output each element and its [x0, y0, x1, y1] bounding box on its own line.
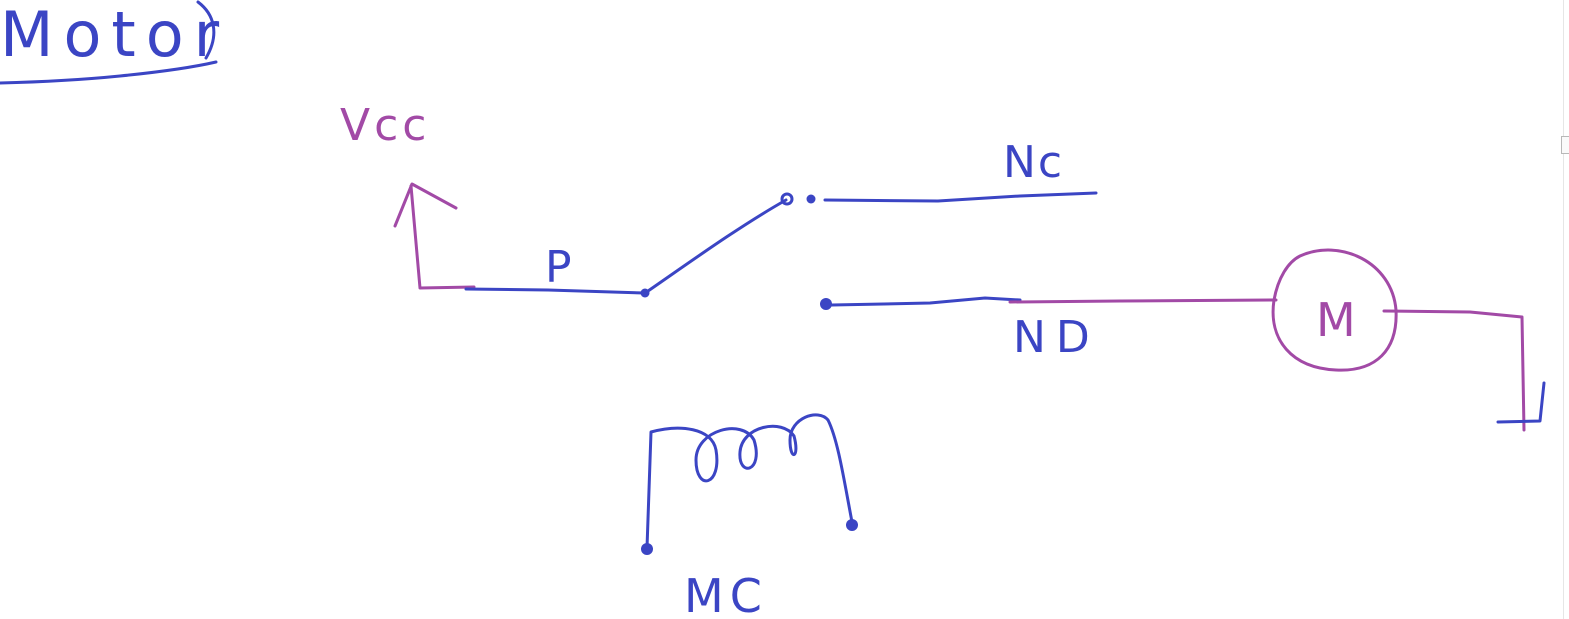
no-contact-group: ND	[820, 296, 1100, 363]
motor-symbol-circle	[1271, 248, 1398, 372]
common-wire	[464, 287, 646, 295]
coil-group: MC	[641, 413, 858, 619]
no-terminal	[820, 298, 832, 310]
ground-symbol	[1496, 381, 1546, 424]
blade-contact	[780, 192, 794, 206]
title-underline	[0, 60, 218, 85]
nc-label: Nc	[1003, 137, 1064, 188]
coil-terminal-left	[641, 543, 653, 555]
no-label: ND	[1013, 312, 1100, 363]
title-label: Motor	[0, 0, 229, 71]
motor-return-wire	[1382, 309, 1526, 432]
common-label: P	[545, 242, 572, 293]
vcc-group: Vcc	[340, 100, 476, 290]
motor-group: M	[1008, 248, 1546, 432]
coil-label: MC	[684, 569, 768, 619]
title-group: Motor	[0, 0, 229, 85]
motor-label: M	[1316, 293, 1356, 347]
scrollbar-handle[interactable]	[1561, 136, 1569, 154]
no-wire	[830, 296, 1022, 307]
coil-terminal-right	[846, 519, 858, 531]
canvas-edge	[1563, 0, 1564, 619]
relay-coil	[645, 413, 854, 550]
nc-terminal	[806, 194, 816, 204]
nc-contact-group: Nc	[806, 137, 1098, 204]
title-bracket	[196, 0, 216, 60]
motor-feed-wire	[1008, 298, 1278, 304]
vcc-label: Vcc	[340, 100, 430, 151]
vcc-wire	[409, 184, 476, 290]
nc-wire	[823, 191, 1098, 203]
switch-blade	[646, 198, 788, 293]
vcc-arrow	[393, 182, 458, 228]
switch-common-group: P	[464, 192, 794, 298]
